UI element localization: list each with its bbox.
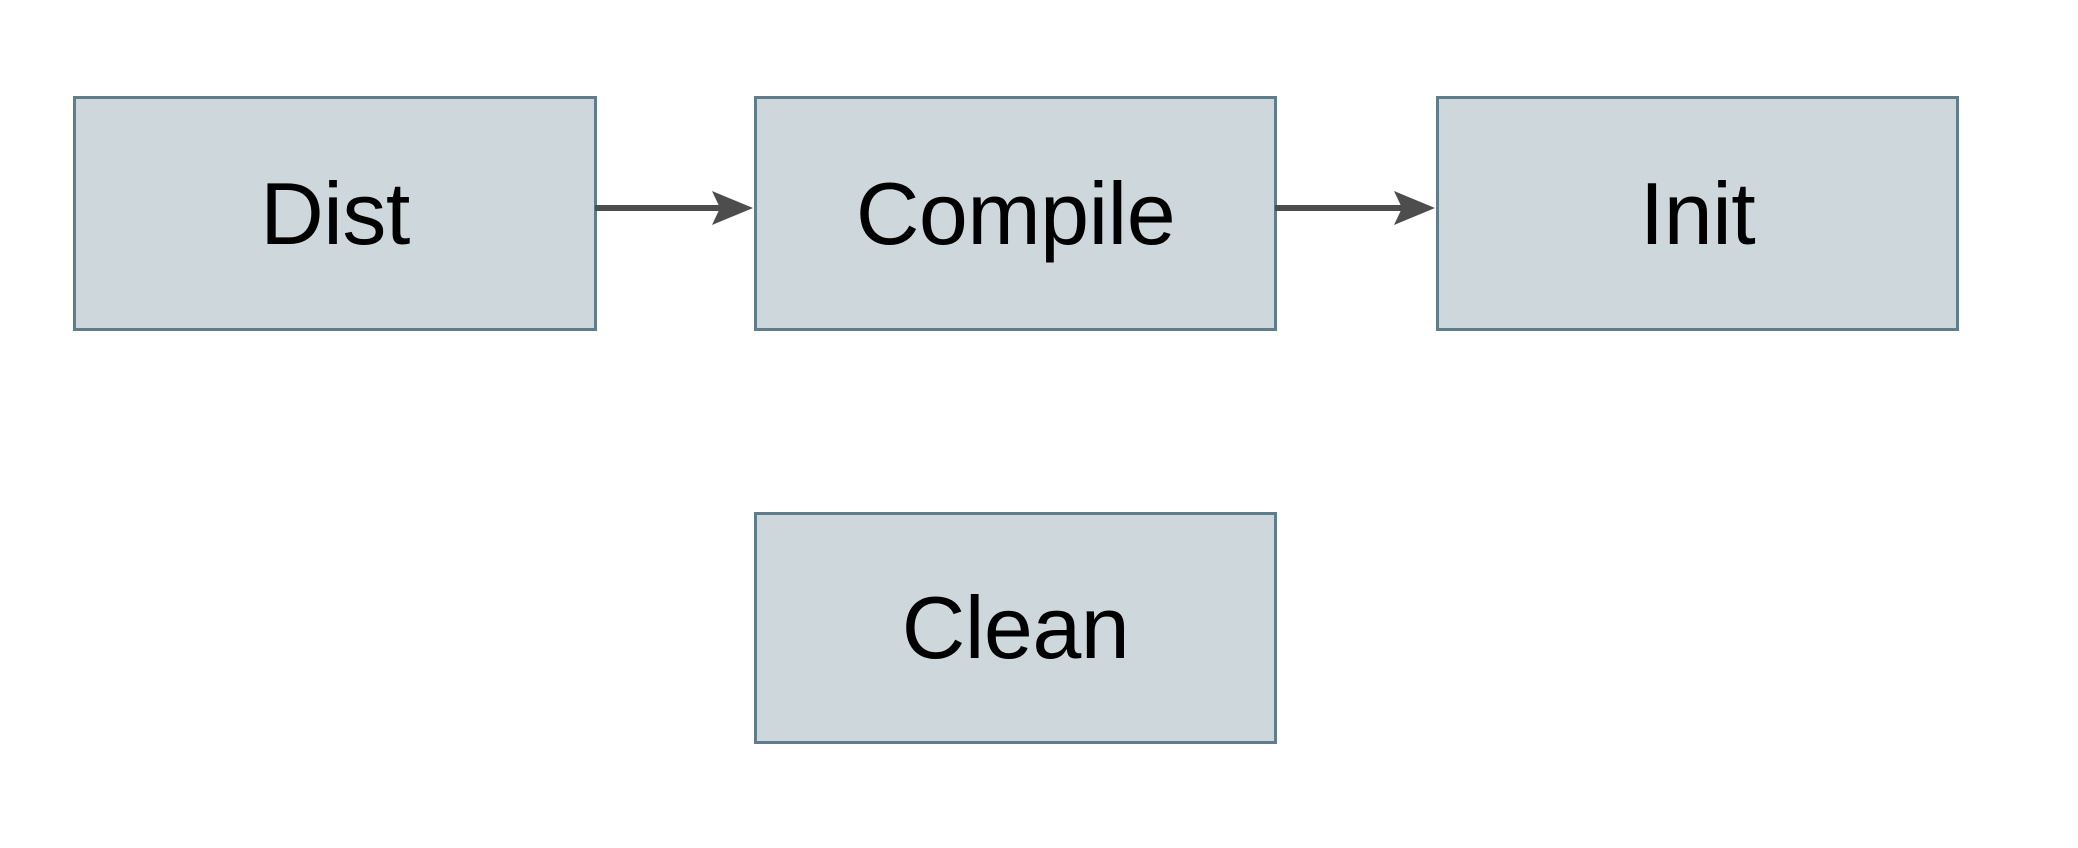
- arrow-right-icon: [595, 191, 753, 225]
- node-compile-label: Compile: [855, 163, 1176, 263]
- node-dist-label: Dist: [260, 163, 410, 263]
- node-clean-label: Clean: [901, 578, 1130, 677]
- node-dist[interactable]: Dist: [73, 96, 597, 331]
- edge-compile-to-init[interactable]: [1275, 186, 1437, 232]
- node-init-label: Init: [1639, 163, 1756, 263]
- node-clean[interactable]: Clean: [754, 512, 1277, 744]
- node-compile[interactable]: Compile: [754, 96, 1277, 331]
- arrow-right-icon: [1275, 191, 1435, 225]
- edge-dist-to-compile[interactable]: [595, 186, 755, 232]
- node-init[interactable]: Init: [1436, 96, 1959, 331]
